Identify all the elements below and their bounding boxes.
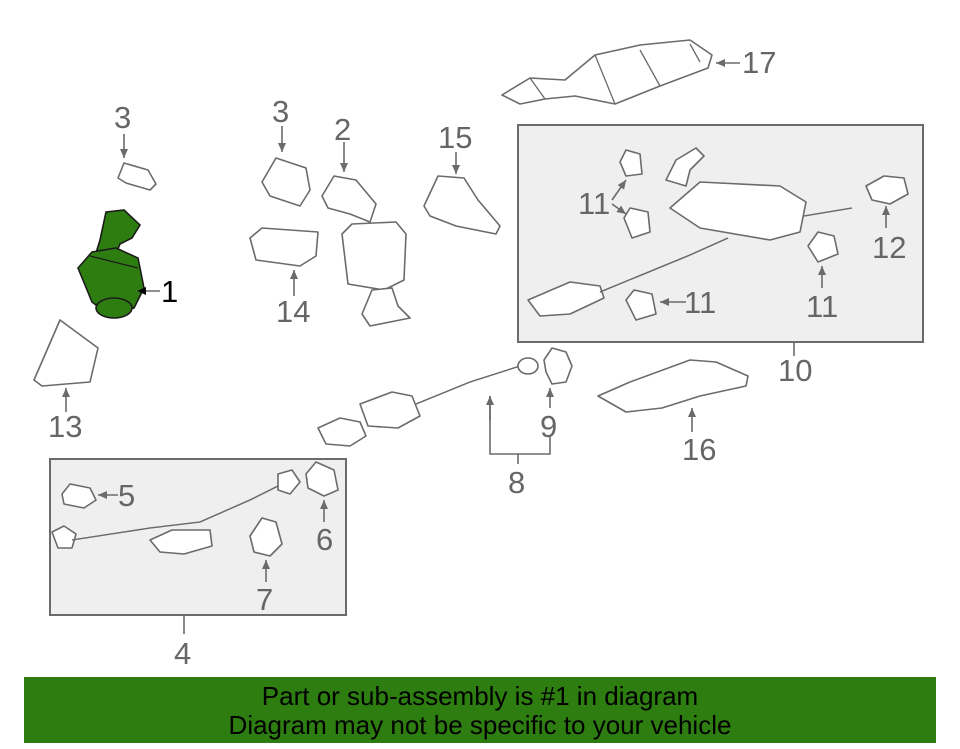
callout-4: 4 (174, 636, 191, 671)
lead-11a-2 (611, 203, 627, 215)
callout-16: 16 (682, 432, 716, 467)
callout-1: 1 (161, 274, 178, 309)
part-17-heat-shield[interactable] (501, 39, 713, 105)
part-12-exhaust-tip[interactable] (865, 175, 909, 205)
notice-banner: Part or sub-assembly is #1 in diagram Di… (24, 677, 936, 743)
part-10-muffler-assembly[interactable] (527, 147, 853, 317)
lead-8-bracket (489, 396, 551, 455)
callout-12: 12 (872, 230, 906, 265)
callout-13: 13 (48, 409, 82, 444)
callout-11-lower: 11 (684, 285, 716, 320)
part-13-heat-shield[interactable] (33, 319, 99, 387)
part-3-gasket-left[interactable] (117, 162, 157, 191)
part-15-heat-shield[interactable] (423, 175, 501, 235)
part-5-gasket[interactable] (61, 483, 97, 509)
notice-line-2: Diagram may not be specific to your vehi… (228, 710, 732, 740)
part-4-front-pipe[interactable] (51, 469, 301, 555)
callout-9: 9 (540, 409, 557, 444)
part-11-insulator-d[interactable] (807, 231, 839, 263)
callout-8: 8 (508, 465, 525, 500)
callout-11-upper: 11 (578, 186, 610, 221)
part-11-insulator-b[interactable] (623, 207, 651, 239)
callout-3-middle: 3 (272, 94, 289, 129)
part-2-catalytic-converter[interactable] (321, 175, 411, 327)
lead-11a-1 (611, 179, 627, 201)
callout-10: 10 (778, 353, 812, 388)
part-16-heat-shield[interactable] (597, 359, 749, 413)
part-8-intermediate-pipe[interactable] (317, 357, 539, 447)
part-11-insulator-a[interactable] (619, 149, 643, 177)
part-3-gasket-middle[interactable] (261, 157, 311, 207)
callout-17: 17 (742, 45, 776, 80)
part-11-insulator-c[interactable] (625, 289, 657, 321)
callout-5: 5 (118, 478, 135, 513)
callout-3-left: 3 (114, 100, 131, 135)
part-1-catalytic-converter[interactable] (77, 209, 145, 319)
part-6-gasket[interactable] (305, 461, 339, 497)
callout-7: 7 (256, 582, 273, 617)
part-14-bracket[interactable] (249, 227, 319, 267)
part-7-insulator[interactable] (249, 517, 283, 557)
notice-line-1: Part or sub-assembly is #1 in diagram (261, 681, 699, 711)
callout-6: 6 (316, 522, 333, 557)
part-9-clamp[interactable] (543, 347, 573, 385)
callout-11-right: 11 (806, 289, 838, 324)
callout-14: 14 (276, 294, 310, 329)
callout-2: 2 (334, 112, 351, 147)
callout-15: 15 (438, 120, 472, 155)
